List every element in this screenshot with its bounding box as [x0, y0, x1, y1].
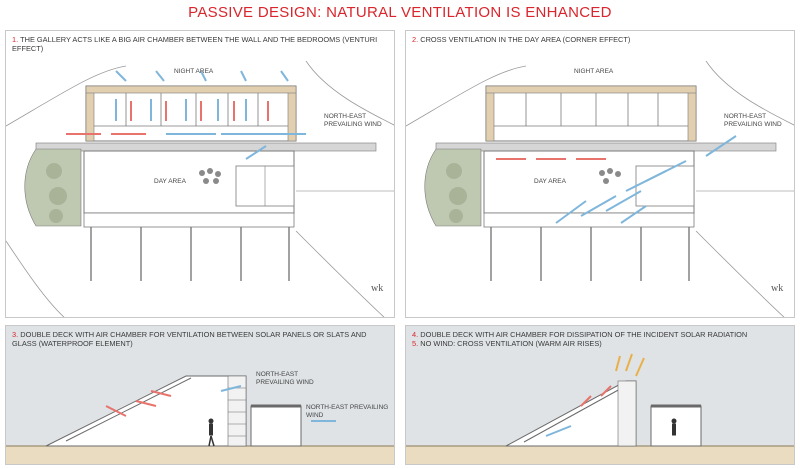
caption-2: 2. CROSS VENTILATION IN THE DAY AREA (CO…	[412, 35, 631, 44]
label-day-area: DAY AREA	[534, 178, 566, 185]
panel-cross-ventilation-plan: wk 2. CROSS VENTILATION IN THE DAY AREA …	[405, 30, 795, 318]
caption-4: 4. DOUBLE DECK WITH AIR CHAMBER FOR DISS…	[412, 330, 748, 348]
page-title: PASSIVE DESIGN: NATURAL VENTILATION IS E…	[188, 4, 612, 21]
label-day-area: DAY AREA	[154, 178, 186, 185]
label-wind: NORTH-EAST PREVAILING WIND	[724, 113, 782, 128]
panel-venturi-plan: wk 1. THE GALLERY ACTS LIKE A BIG AIR CH…	[5, 30, 395, 318]
caption-3: 3. DOUBLE DECK WITH AIR CHAMBER FOR VENT…	[12, 330, 367, 348]
caption-1: 1. THE GALLERY ACTS LIKE A BIG AIR CHAMB…	[12, 35, 378, 53]
panel-double-deck-section: 3. DOUBLE DECK WITH AIR CHAMBER FOR VENT…	[5, 325, 395, 465]
label-wind-1: NORTH-EAST PREVAILING WIND	[256, 371, 314, 386]
label-night-area: NIGHT AREA	[174, 68, 214, 75]
svg-text:wk: wk	[771, 283, 783, 294]
section-4	[406, 353, 794, 464]
section-3	[6, 375, 394, 464]
label-wind: NORTH-EAST PREVAILING WIND	[324, 113, 382, 128]
svg-text:wk: wk	[371, 283, 383, 294]
label-wind-2: NORTH-EAST PREVAILING WIND	[306, 404, 389, 419]
label-night-area: NIGHT AREA	[574, 68, 614, 75]
panel-solar-dissipation-section: 4. DOUBLE DECK WITH AIR CHAMBER FOR DISS…	[405, 325, 795, 465]
floor-plan-1: wk	[6, 60, 394, 317]
floor-plan-2: wk	[406, 60, 794, 317]
